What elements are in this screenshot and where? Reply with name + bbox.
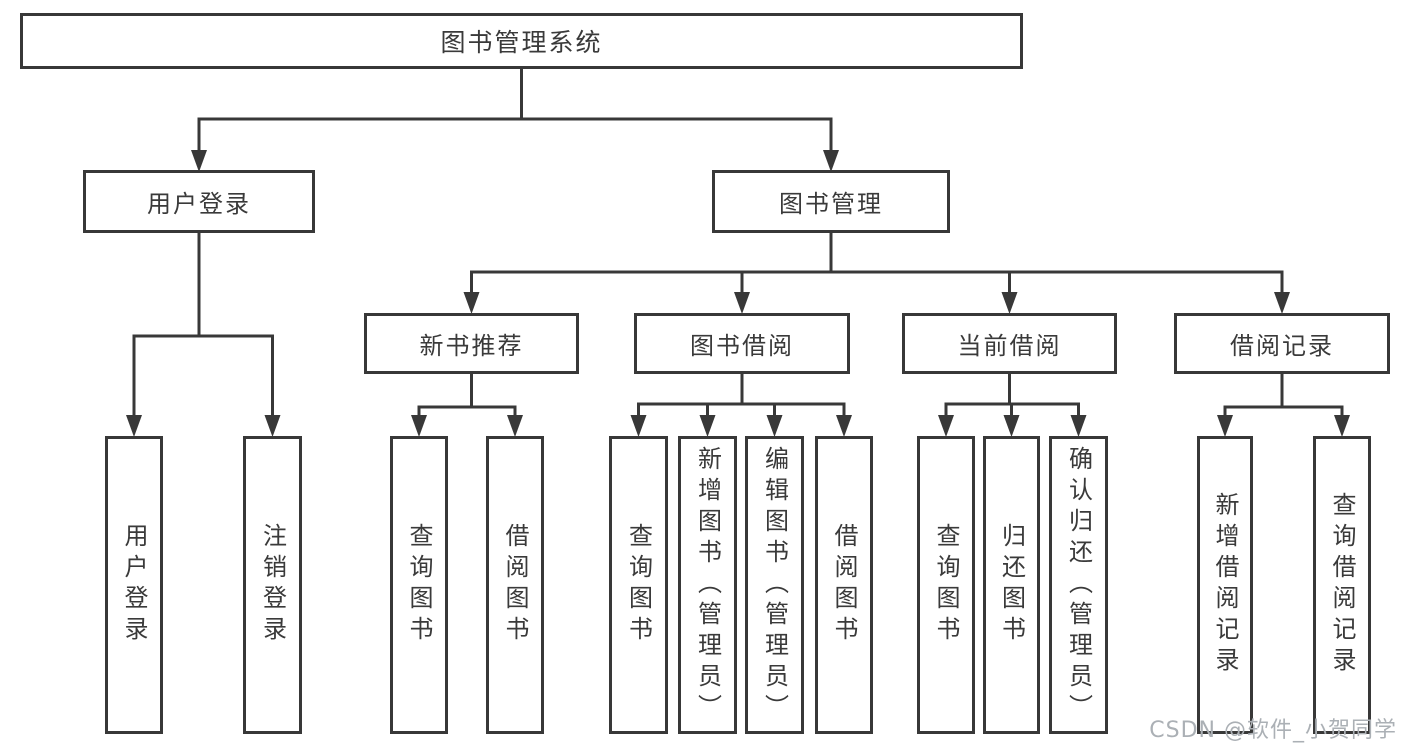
node-leaf-add-borrow-record-label: 新增借阅记录 (1211, 492, 1239, 678)
connector-level3-branch (470, 270, 1284, 293)
node-book-borrowing-label: 图书借阅 (690, 332, 794, 360)
node-new-book-recommend: 新书推荐 (364, 313, 579, 374)
node-leaf-borrow-books-newbook-label: 借阅图书 (501, 523, 529, 647)
node-leaf-add-borrow-record: 新增借阅记录 (1197, 436, 1253, 734)
node-leaf-confirm-return-admin-label: 确认归还（管理员） (1064, 445, 1093, 725)
node-leaf-logout: 注销登录 (243, 436, 302, 734)
node-leaf-query-books-borrow-label: 查询图书 (624, 523, 653, 647)
node-new-book-recommend-label: 新书推荐 (419, 332, 524, 360)
node-leaf-user-login-label: 用户登录 (120, 523, 148, 647)
node-borrow-records: 借阅记录 (1174, 313, 1390, 374)
connector-borrowrecord-branch (1223, 405, 1344, 416)
node-borrow-records-label: 借阅记录 (1230, 332, 1334, 360)
connector-currentborrow-branch (944, 402, 1080, 416)
node-leaf-add-books-admin: 新增图书（管理员） (678, 436, 737, 734)
watermark: CSDN @软件_小贺同学 (1149, 718, 1397, 743)
node-leaf-borrow-books-label: 借阅图书 (830, 523, 858, 647)
node-book-management: 图书管理 (712, 170, 950, 233)
node-leaf-query-books-current: 查询图书 (917, 436, 975, 734)
connector-bookborrow-branch (637, 402, 846, 416)
node-leaf-borrow-books: 借阅图书 (815, 436, 873, 734)
node-library-system: 图书管理系统 (20, 13, 1023, 69)
node-leaf-query-books-newbook: 查询图书 (390, 436, 448, 734)
node-leaf-query-books-current-label: 查询图书 (932, 523, 960, 647)
node-leaf-user-login: 用户登录 (105, 436, 163, 734)
connector-level2-branch (197, 117, 833, 151)
node-user-login-label: 用户登录 (147, 190, 251, 218)
node-leaf-return-books: 归还图书 (983, 436, 1040, 734)
node-leaf-query-borrow-record-label: 查询借阅记录 (1328, 492, 1356, 678)
node-book-management-label: 图书管理 (779, 190, 883, 218)
node-leaf-edit-books-admin-label: 编辑图书（管理员） (760, 445, 789, 725)
node-leaf-logout-label: 注销登录 (258, 523, 287, 647)
node-leaf-borrow-books-newbook: 借阅图书 (486, 436, 544, 734)
node-current-borrowing: 当前借阅 (902, 313, 1117, 374)
node-leaf-add-books-admin-label: 新增图书（管理员） (693, 445, 722, 725)
node-leaf-return-books-label: 归还图书 (997, 523, 1026, 647)
node-current-borrowing-label: 当前借阅 (957, 332, 1062, 360)
node-book-borrowing: 图书借阅 (634, 313, 850, 374)
node-user-login: 用户登录 (83, 170, 315, 233)
node-leaf-query-books-borrow: 查询图书 (609, 436, 668, 734)
node-leaf-edit-books-admin: 编辑图书（管理员） (745, 436, 804, 734)
node-library-system-label: 图书管理系统 (440, 28, 603, 57)
node-leaf-confirm-return-admin: 确认归还（管理员） (1049, 436, 1108, 734)
connector-newbook-branch (417, 405, 517, 416)
node-leaf-query-borrow-record: 查询借阅记录 (1313, 436, 1371, 734)
node-leaf-query-books-newbook-label: 查询图书 (405, 523, 433, 647)
connector-userlogin-branch (132, 334, 274, 416)
